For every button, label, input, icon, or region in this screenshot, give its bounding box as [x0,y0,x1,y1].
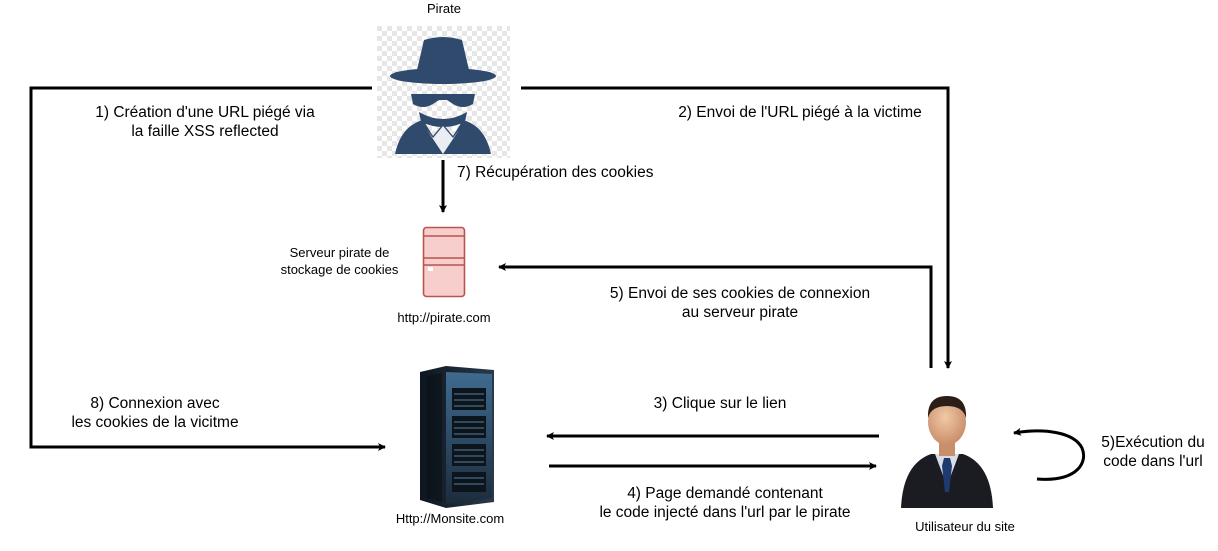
step3-line1: 3) Clique sur le lien [653,395,787,412]
pirate-server-label-line1: Serveur pirate de [289,245,390,260]
site-server-url: Http://Monsite.com [395,511,505,526]
step5b-line1: 5)Exécution du [1101,434,1205,451]
pirate-server-icon [422,226,466,298]
step4-line2: le code injecté dans l'url par le pirate [599,504,851,521]
arrow-user-self-loop [1013,427,1085,481]
spy-icon [377,26,510,158]
pirate-label: Pirate [427,1,461,16]
step8-line2: les cookies de la vicitme [71,414,239,431]
step8-line1: 8) Connexion avec [90,395,220,412]
step4-line1: 4) Page demandé contenant [627,485,823,502]
pirate-server-label-line2: stockage de cookies [280,262,399,277]
step2-line1: 2) Envoi de l'URL piégé à la victime [678,104,922,121]
server-rack-icon [410,366,498,508]
step5-line2: au serveur pirate [681,304,799,321]
pirate-server-url: http://pirate.com [397,310,491,325]
user-label: Utilisateur du site [915,519,1015,534]
step5b-line2: code dans l'url [1103,453,1203,470]
arrow-user-to-pirate-server [498,263,933,368]
arrow-pirate-to-site [29,86,386,451]
arrow-pirate-to-user [521,86,952,369]
step1-line2: la faille XSS reflected [131,123,279,140]
step5-line1: 5) Envoi de ses cookies de connexion [609,285,871,302]
step1-line1: 1) Création d'une URL piégé via [95,104,315,121]
step7-line1: 7) Récupération des cookies [457,164,654,181]
businessman-icon [897,388,997,508]
